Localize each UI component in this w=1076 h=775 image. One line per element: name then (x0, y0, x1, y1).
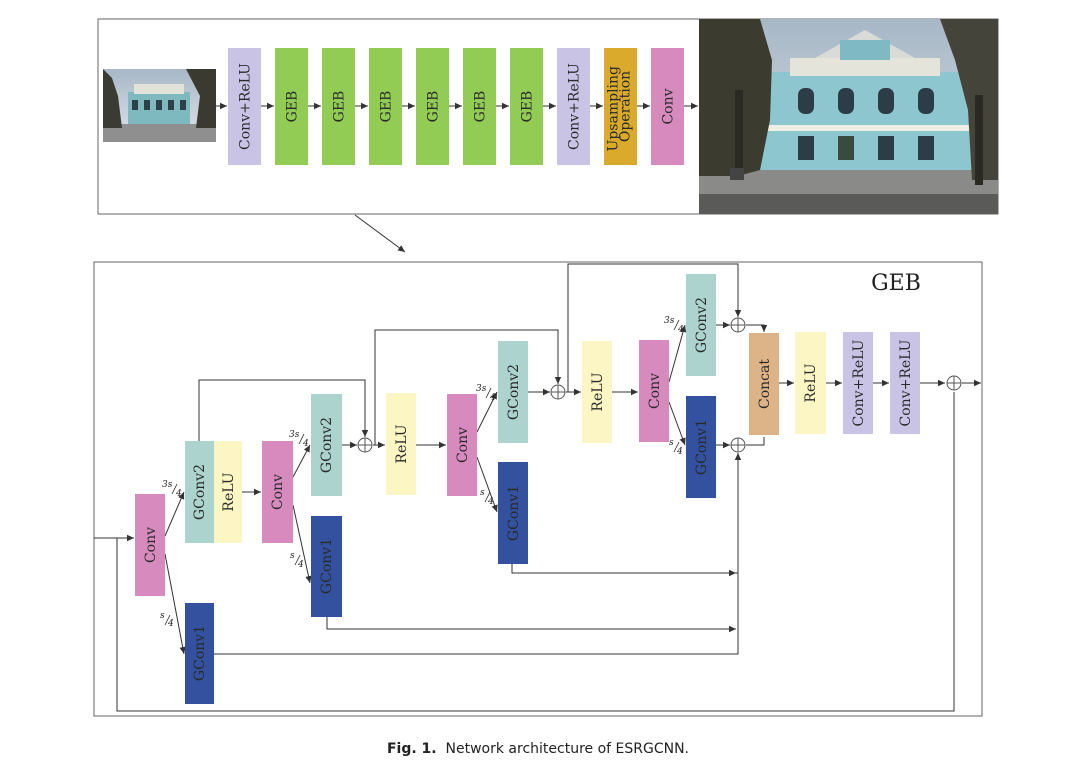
svg-text:4: 4 (489, 393, 496, 403)
geb-gconv1-1: GConv1 (185, 603, 214, 704)
svg-text:s: s (290, 551, 295, 561)
geb-convrelu-1: Conv+ReLU (843, 332, 873, 434)
top-block-label-2: GEB (332, 91, 348, 123)
geb-relu-3: ReLU (582, 341, 612, 443)
adder-2 (550, 384, 566, 400)
top-block-label-8: Upsampling Operation (606, 62, 634, 152)
top-block-label-4: GEB (426, 91, 442, 123)
svg-text:4: 4 (302, 439, 309, 449)
svg-text:3s: 3s (476, 384, 487, 394)
geb-gconv1-4: GConv1 (686, 396, 716, 498)
geb-conv-1: Conv (135, 494, 165, 596)
top-block-label-0: Conv+ReLU (238, 63, 254, 150)
output-image (699, 19, 998, 214)
geb-gconv2-4: GConv2 (686, 274, 716, 376)
geb-conv-2-label: Conv (270, 474, 286, 510)
top-block-6: GEB (510, 48, 543, 165)
svg-text:4: 4 (175, 489, 182, 499)
geb-gconv2-3: GConv2 (498, 341, 528, 443)
geb-conv-1-label: Conv (143, 527, 159, 563)
geb-relu-1: ReLU (214, 441, 242, 543)
geb-conv-4: Conv (639, 340, 669, 442)
fraction-s-2: s 4 (290, 551, 304, 570)
adder-1 (357, 437, 373, 453)
svg-text:4: 4 (676, 447, 683, 457)
top-block-label-3: GEB (379, 91, 395, 123)
geb-relu-3-label: ReLU (590, 372, 606, 411)
geb-gconv2-4-label: GConv2 (694, 297, 710, 353)
geb-convrelu-1-label: Conv+ReLU (851, 339, 867, 426)
geb-gconv1-2-label: GConv1 (319, 538, 335, 594)
geb-convrelu-2: Conv+ReLU (890, 332, 920, 434)
top-block-0: Conv+ReLU (228, 48, 261, 165)
fraction-3s-4: 3s 4 (664, 316, 684, 335)
geb-conv-3-label: Conv (455, 427, 471, 463)
geb-relu-1-label: ReLU (221, 472, 237, 511)
geb-gconv1-4-label: GConv1 (694, 419, 710, 475)
top-block-2: GEB (322, 48, 355, 165)
geb-conv-3: Conv (447, 394, 477, 496)
fraction-3s-2: 3s 4 (289, 430, 309, 449)
top-block-9: Conv (651, 48, 684, 165)
upsampling-line-2: Operation (618, 71, 634, 142)
geb-wires (94, 263, 981, 712)
zoom-connector-arrow (354, 214, 406, 253)
fraction-3s-1: 3s 4 (162, 480, 182, 499)
geb-concat: Concat (749, 333, 779, 435)
geb-panel-title: GEB (871, 271, 921, 296)
top-block-8: Upsampling Operation (604, 48, 637, 165)
geb-conv-4-label: Conv (647, 373, 663, 409)
adder-final (946, 375, 962, 391)
svg-text:s: s (669, 438, 674, 448)
geb-gconv1-1-label: GConv1 (192, 625, 208, 681)
top-block-4: GEB (416, 48, 449, 165)
svg-text:4: 4 (297, 560, 304, 570)
figure-caption: Fig. 1. Network architecture of ESRGCNN. (0, 741, 1076, 757)
fraction-s-3: s 4 (480, 488, 494, 507)
fraction-s-1: s 4 (160, 611, 174, 629)
geb-gconv2-1: GConv2 (185, 441, 214, 543)
svg-text:4: 4 (167, 619, 174, 629)
top-block-label-5: GEB (473, 91, 489, 123)
geb-gconv2-2: GConv2 (311, 394, 342, 496)
upsampling-line-1: Upsampling (606, 66, 622, 152)
top-block-label-1: GEB (285, 91, 301, 123)
top-block-label-7: Conv+ReLU (567, 63, 583, 150)
geb-gconv1-2: GConv1 (311, 516, 342, 617)
top-block-label-6: GEB (520, 91, 536, 123)
fraction-s-4: s 4 (669, 438, 683, 457)
fraction-3s-3: 3s 4 (476, 384, 496, 403)
geb-concat-label: Concat (757, 359, 773, 409)
geb-panel-frame (93, 261, 983, 717)
top-block-label-9: Conv (661, 88, 677, 124)
top-block-1: GEB (275, 48, 308, 165)
adder-3 (730, 317, 746, 333)
svg-text:3s: 3s (289, 430, 300, 440)
caption-text: Network architecture of ESRGCNN. (445, 741, 690, 757)
geb-relu-4-label: ReLU (803, 363, 819, 402)
geb-gconv2-3-label: GConv2 (506, 364, 522, 420)
caption-label: Fig. 1. (386, 741, 437, 757)
geb-relu-2-label: ReLU (394, 424, 410, 463)
top-block-5: GEB (463, 48, 496, 165)
geb-gconv2-2-label: GConv2 (319, 417, 335, 473)
input-image (103, 69, 216, 142)
geb-gconv1-3-label: GConv1 (506, 485, 522, 541)
geb-relu-2: ReLU (386, 393, 416, 495)
svg-text:s: s (160, 611, 165, 621)
svg-text:3s: 3s (162, 480, 173, 490)
svg-text:4: 4 (677, 325, 684, 335)
top-block-3: GEB (369, 48, 402, 165)
geb-relu-4: ReLU (795, 332, 826, 434)
top-block-7: Conv+ReLU (557, 48, 590, 165)
geb-convrelu-2-label: Conv+ReLU (898, 339, 914, 426)
adder-4 (730, 437, 746, 453)
geb-gconv1-3: GConv1 (498, 462, 528, 564)
svg-text:4: 4 (487, 497, 494, 507)
geb-conv-2: Conv (262, 441, 293, 543)
svg-text:3s: 3s (664, 316, 675, 326)
geb-gconv2-1-label: GConv2 (192, 464, 208, 520)
svg-text:s: s (480, 488, 485, 498)
